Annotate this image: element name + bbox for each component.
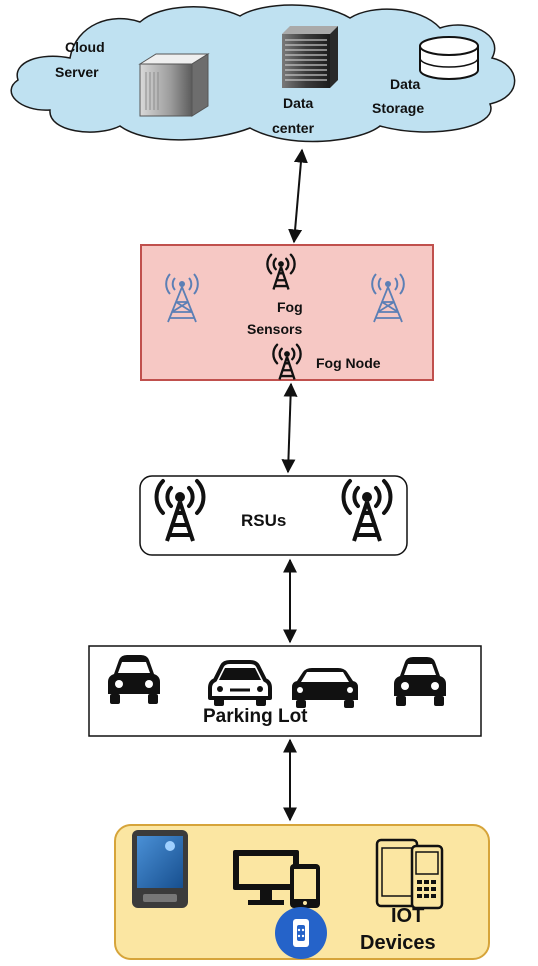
parking-lot-label: Parking Lot	[203, 706, 308, 727]
rsu-box	[139, 475, 408, 556]
phone-devices-icon	[375, 838, 444, 910]
parking-layer: Parking Lot	[88, 645, 482, 737]
iot-label-line2: Devices	[360, 932, 436, 954]
rsu-label: RSUs	[241, 511, 286, 530]
data-center-label-line1: Data	[283, 95, 314, 111]
data-storage-label-line2: Storage	[372, 100, 424, 116]
desktop-tablet-icon	[233, 850, 320, 908]
car-icon	[208, 660, 272, 706]
data-center-label-line2: center	[272, 120, 315, 136]
cloud-server-label-line1: Cloud	[65, 39, 105, 55]
data-storage-label-line1: Data	[390, 76, 421, 92]
data-center-rack-icon	[282, 26, 338, 88]
cloud-shape	[10, 4, 516, 143]
smartphone-icon	[132, 830, 188, 908]
iot-layer: IOT Devices	[114, 824, 490, 960]
database-cylinder-icon	[419, 36, 479, 80]
car-icon	[292, 668, 358, 708]
server-tower-icon	[138, 53, 210, 117]
fog-node-label: Fog Node	[316, 355, 381, 371]
fog-layer: Fog Sensors Fog Node	[140, 244, 434, 381]
cloud-fog-arrow	[288, 148, 308, 244]
fog-sensors-label-line2: Sensors	[247, 321, 302, 337]
connector-arrows	[281, 148, 308, 822]
cloud-layer: Cloud Server Data center Data Storage	[10, 4, 516, 143]
iot-label-line1: IOT	[391, 905, 424, 927]
fog-sensors-label-line1: Fog	[277, 299, 303, 315]
cloud-server-label-line2: Server	[55, 64, 99, 80]
fog-rsu-arrow	[281, 382, 298, 474]
rsu-layer: RSUs	[139, 475, 408, 556]
smartwatch-icon	[275, 907, 327, 959]
